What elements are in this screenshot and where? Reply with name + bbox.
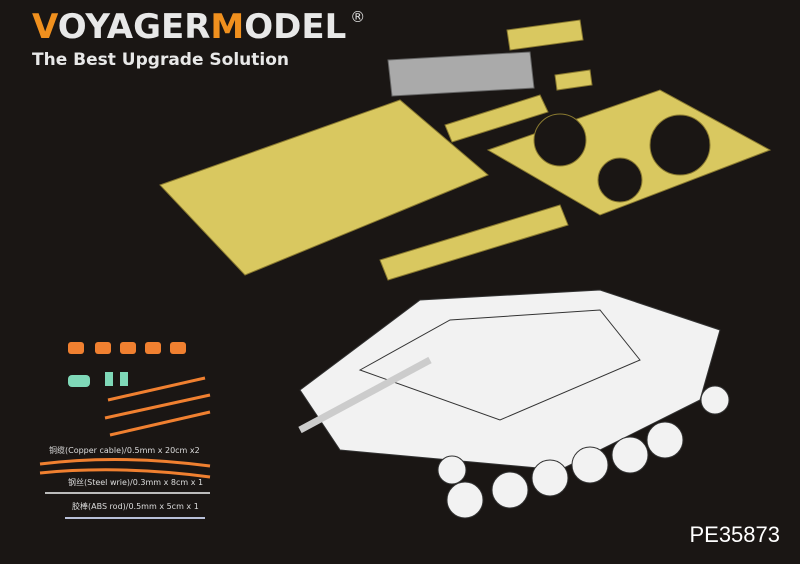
brand-header: VOYAGERMODEL ® xyxy=(32,7,366,47)
pe-fret-small3 xyxy=(554,69,593,91)
pe-fret-wheels xyxy=(486,89,772,216)
copper-cable xyxy=(39,457,211,468)
brand-logo: VOYAGERMODEL xyxy=(32,7,347,47)
product-code: PE35873 xyxy=(689,522,780,547)
pe-fret-main xyxy=(159,99,489,276)
pe-fret-small2 xyxy=(506,19,584,51)
steel-wire-label: 钢丝(Steel wrie)/0.3mm x 8cm x 1 xyxy=(68,478,204,487)
copper-cable-label: 铜缆(Copper cable)/0.5mm x 20cm x2 xyxy=(49,446,200,455)
brand-tagline: The Best Upgrade Solution xyxy=(32,50,290,70)
tank-model xyxy=(298,289,730,519)
abs-rod-label: 胶棒(ABS rod)/0.5mm x 5cm x 1 xyxy=(72,502,199,511)
pe-fret-strip xyxy=(379,204,569,281)
resin-part-green xyxy=(68,375,90,387)
pe-fret-small1 xyxy=(444,94,549,143)
pe-fret-steel xyxy=(387,51,535,97)
registered-mark: ® xyxy=(350,8,366,26)
resin-parts xyxy=(68,342,186,354)
